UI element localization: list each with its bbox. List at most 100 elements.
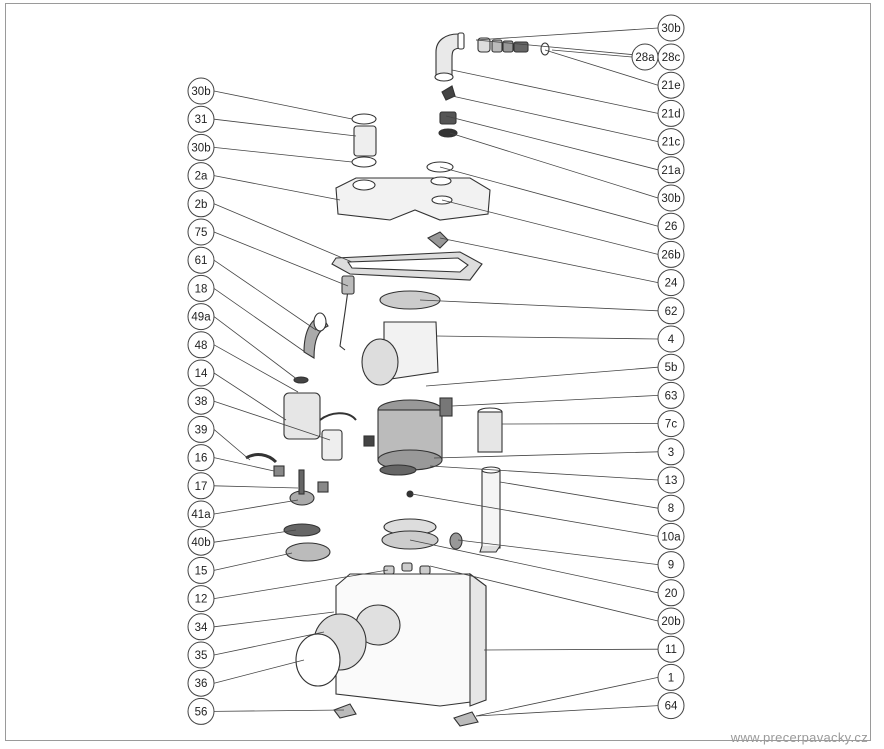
- leader-line: [475, 677, 659, 717]
- callout-label: 18: [195, 283, 208, 295]
- leader-line: [451, 95, 659, 142]
- callout-circle: [657, 438, 685, 466]
- callout-label: 30b: [661, 193, 680, 205]
- callout-label: 56: [195, 706, 208, 718]
- callout-circle: [657, 14, 685, 42]
- leader-line: [213, 90, 353, 120]
- callout-label: 30b: [661, 23, 680, 35]
- leader-line: [213, 175, 341, 201]
- callout-circle: [187, 585, 215, 613]
- callout-circle: [187, 669, 215, 697]
- lid: [335, 161, 491, 249]
- leader-line: [475, 27, 659, 41]
- callout-circle: [657, 325, 685, 353]
- callout-label: 41a: [191, 509, 211, 521]
- inlet-elbow: [303, 312, 329, 359]
- callout-circle: [187, 556, 215, 584]
- callout-label: 34: [195, 622, 208, 634]
- leader-line: [451, 395, 659, 407]
- leader-lines: [213, 27, 659, 717]
- leader-line: [213, 259, 317, 331]
- callout-label: 8: [668, 503, 674, 515]
- leader-line: [213, 288, 306, 353]
- callout-label: 13: [665, 475, 678, 487]
- callout-label: 21e: [661, 80, 680, 92]
- motor: [363, 397, 453, 471]
- callout-labels: 30b3130b2a2b75611849a48143839161741a40b1…: [187, 14, 685, 725]
- leader-line: [457, 539, 659, 565]
- leader-line: [499, 481, 659, 509]
- leader-line: [213, 231, 349, 287]
- watermark: www.precerpavacky.cz: [730, 730, 868, 745]
- callout-label: 11: [665, 644, 677, 656]
- leader-line: [213, 552, 293, 571]
- leader-line: [435, 335, 659, 340]
- callout-circle: [657, 466, 685, 494]
- outlet-elbow: [434, 32, 465, 82]
- leader-line: [411, 493, 659, 537]
- motor-housing: [361, 290, 441, 386]
- callout-circle: [657, 71, 685, 99]
- callout-circle: [657, 663, 685, 691]
- leader-line: [483, 648, 659, 651]
- check-valve-parts: [438, 85, 458, 138]
- leader-line: [213, 569, 389, 599]
- tank-body: [295, 572, 487, 707]
- callout-circle: [657, 381, 685, 409]
- callout-circle: [187, 303, 215, 331]
- callout-circle: [187, 697, 215, 725]
- leader-line: [475, 705, 659, 717]
- callout-label: 63: [665, 390, 678, 402]
- leader-line: [213, 611, 335, 628]
- callout-label: 7c: [665, 419, 677, 431]
- callout-circle: [187, 274, 215, 302]
- callout-label: 14: [195, 368, 208, 380]
- callout-circle: [657, 635, 685, 663]
- callout-circle: [187, 641, 215, 669]
- outlet-hose-coupling: [477, 37, 550, 56]
- callout-circle: [657, 494, 685, 522]
- impeller-assembly: [379, 464, 463, 550]
- callout-label: 20: [665, 588, 678, 600]
- callout-label: 39: [195, 424, 208, 436]
- callout-circle: [187, 387, 215, 415]
- callout-circle: [187, 162, 215, 190]
- callout-circle: [187, 218, 215, 246]
- leader-line: [419, 299, 659, 312]
- callout-label: 30b: [191, 142, 210, 154]
- callout-label: 5b: [665, 362, 678, 374]
- callout-label: 28c: [662, 52, 681, 64]
- callout-label: 2b: [195, 199, 208, 211]
- callout-circle: [657, 128, 685, 156]
- callout-circle: [187, 133, 215, 161]
- leader-line: [449, 132, 659, 199]
- callout-label: 62: [665, 306, 678, 318]
- callout-circle: [657, 607, 685, 635]
- leader-line: [213, 529, 297, 543]
- callout-label: 26b: [661, 249, 680, 261]
- callout-label: 30b: [191, 86, 210, 98]
- callout-circle: [187, 528, 215, 556]
- callout-label: 36: [195, 678, 208, 690]
- leader-line: [425, 366, 659, 387]
- callout-circle: [187, 500, 215, 528]
- callout-label: 49a: [191, 312, 211, 324]
- callout-label: 38: [195, 396, 208, 408]
- callout-label: 9: [668, 560, 674, 572]
- callout-label: 1: [668, 672, 674, 684]
- callout-label: 3: [668, 447, 674, 459]
- leader-line: [213, 203, 353, 263]
- callout-circle: [657, 353, 685, 381]
- leader-line: [213, 485, 299, 489]
- leader-line: [213, 118, 357, 137]
- callout-label: 48: [195, 340, 208, 352]
- callout-label: 26: [665, 221, 678, 233]
- callout-circle: [187, 359, 215, 387]
- callout-label: 21d: [661, 108, 680, 120]
- leader-line: [213, 429, 251, 461]
- callout-label: 12: [195, 594, 208, 606]
- leader-line: [213, 400, 331, 441]
- leader-line: [451, 69, 659, 114]
- callout-circle: [187, 613, 215, 641]
